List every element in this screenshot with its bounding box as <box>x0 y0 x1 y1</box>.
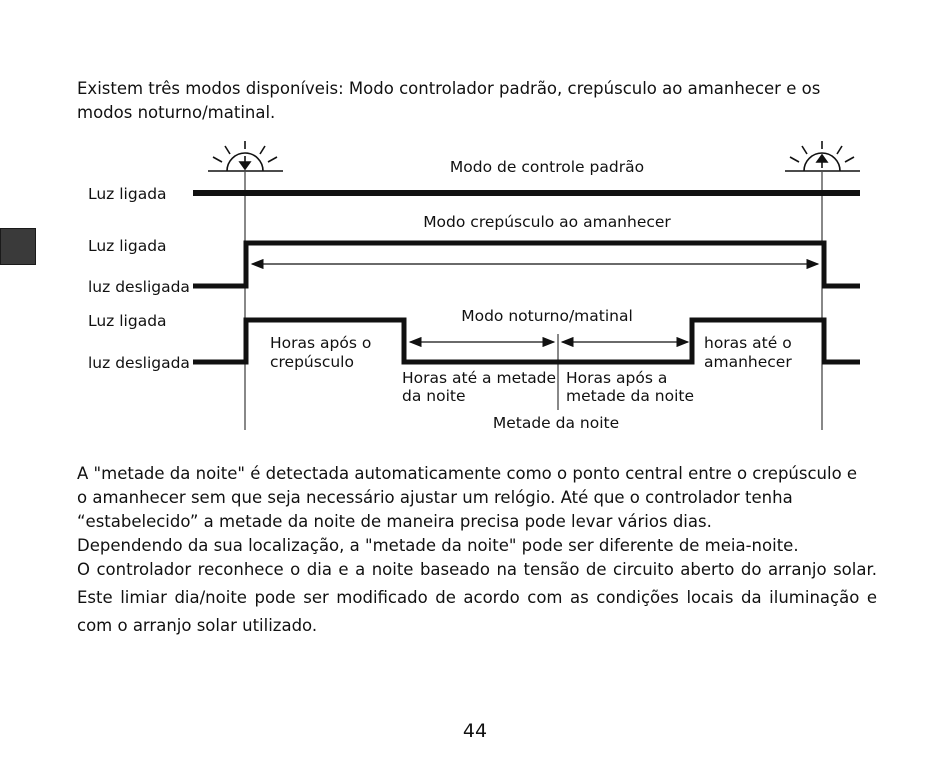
sunset-icon <box>208 141 283 172</box>
night-mode-title: Modo noturno/matinal <box>461 307 633 325</box>
paragraph-line: com o arranjo solar utilizado. <box>77 616 318 635</box>
standard-mode-title: Modo de controle padrão <box>450 158 644 176</box>
night-light-off-label: luz desligada <box>88 354 190 372</box>
paragraph-line: “estabelecido” a metade da noite de mane… <box>77 512 712 531</box>
hours-to-midnight-label-2: da noite <box>402 387 466 405</box>
hours-after-dusk-label: Horas após o <box>270 334 371 352</box>
hours-to-dawn-label: horas até o <box>704 334 792 352</box>
paragraph-line: A "metade da noite" é detectada automati… <box>77 464 858 483</box>
midnight-label: Metade da noite <box>493 414 619 432</box>
hours-after-dusk-label-2: crepúsculo <box>270 353 354 371</box>
sunrise-icon <box>785 141 860 172</box>
hours-after-midnight-label-2: metade da noite <box>566 387 694 405</box>
page-number: 44 <box>462 720 488 742</box>
paragraph-line: Este limiar dia/noite pode ser modificad… <box>77 588 877 607</box>
paragraph-line: Dependendo da sua localização, a "metade… <box>77 536 799 555</box>
dusk-dawn-signal-line <box>193 240 860 289</box>
dusk-dawn-light-off-label: luz desligada <box>88 278 190 296</box>
dusk-dawn-light-on-label: Luz ligada <box>88 237 167 255</box>
hours-to-dawn-label-2: amanhecer <box>704 353 792 371</box>
night-signal-line <box>193 317 860 365</box>
intro-text: Existem três modos disponíveis: Modo con… <box>77 79 821 122</box>
paragraph-line: O controlador reconhece o dia e a noite … <box>77 560 877 579</box>
dusk-dawn-mode-title: Modo crepúsculo ao amanhecer <box>423 213 671 231</box>
standard-light-on-label: Luz ligada <box>88 185 167 203</box>
hours-after-midnight-label: Horas após a <box>566 369 667 387</box>
night-light-on-label: Luz ligada <box>88 312 167 330</box>
hours-to-midnight-label: Horas até a metade <box>402 369 556 387</box>
paragraph-line: o amanhecer sem que seja necessário ajus… <box>77 488 793 507</box>
section-tab-marker <box>0 228 36 265</box>
